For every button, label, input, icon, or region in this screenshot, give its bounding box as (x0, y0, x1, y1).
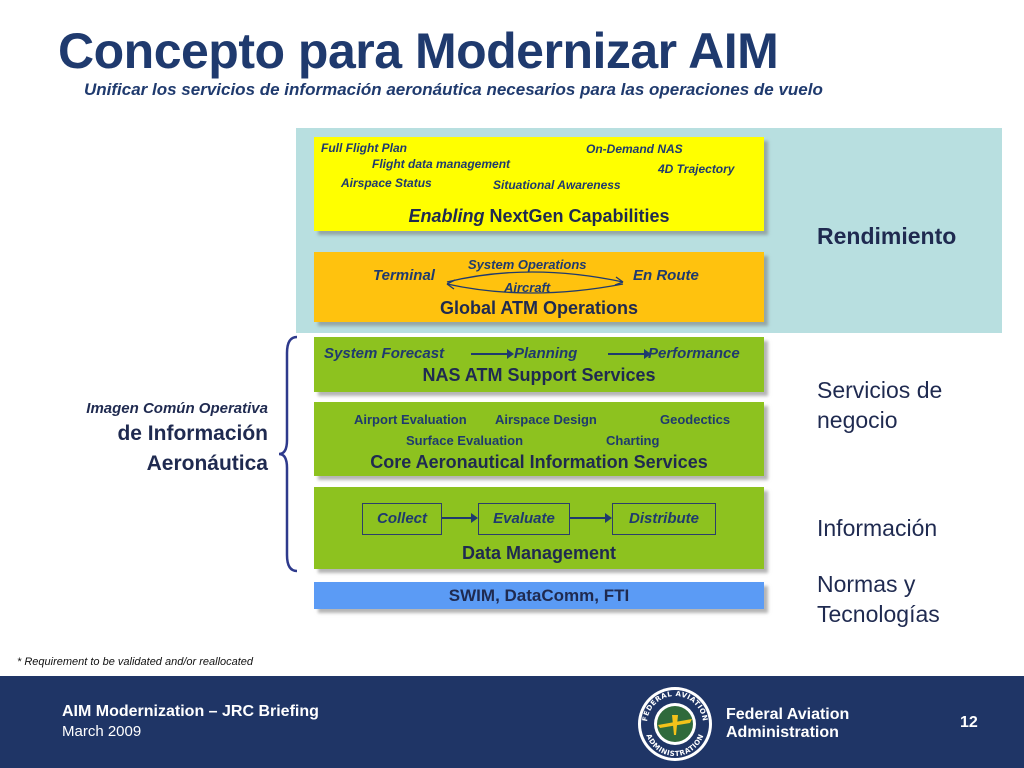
arrow-right-icon (442, 513, 478, 523)
core-item: Airspace Design (495, 412, 597, 427)
aircraft-label: Aircraft (504, 280, 551, 295)
support-services-box: System Forecast Planning Performance NAS… (314, 337, 764, 392)
capability-item: Flight data management (372, 157, 511, 171)
capabilities-title-rest: NextGen Capabilities (484, 206, 670, 226)
left-label: Imagen Común Operativa de Información Ae… (86, 400, 268, 479)
footer-agency-line2: Administration (726, 724, 839, 741)
en-route-label: En Route (633, 267, 699, 284)
page-subtitle: Unificar los servicios de información ae… (84, 80, 823, 99)
category-rendimiento: Rendimiento (817, 223, 957, 249)
capability-item: On-Demand NAS (586, 142, 683, 156)
left-label-line2: de Información (117, 422, 268, 445)
ops-cycle-arrows (446, 271, 624, 294)
data-management-title: Data Management (461, 543, 617, 563)
arrow-right-icon (570, 513, 612, 523)
left-label-line1: Imagen Común Operativa (86, 400, 268, 417)
capability-item: Situational Awareness (493, 178, 621, 192)
footer-briefing: AIM Modernization – JRC Briefing (62, 703, 319, 720)
core-item: Airport Evaluation (354, 412, 467, 427)
footer-bar: AIM Modernization – JRC Briefing March 2… (0, 676, 1024, 768)
page-title: Concepto para Modernizar AIM (58, 23, 779, 79)
footnote: * Requirement to be validated and/or rea… (17, 656, 254, 668)
core-item: Geodectics (660, 412, 731, 427)
faa-seal-icon: FEDERAL AVIATION ADMINISTRATION (638, 687, 712, 761)
category-informacion: Información (817, 515, 938, 541)
category-servicios-line2: negocio (817, 407, 898, 433)
core-item: Surface Evaluation (406, 433, 524, 448)
atm-operations-title: Global ATM Operations (439, 298, 638, 318)
arrow-right-icon (471, 349, 514, 359)
footer-date: March 2009 (62, 723, 142, 740)
capabilities-title-italic: Enabling (408, 206, 485, 226)
terminal-label: Terminal (373, 267, 435, 284)
capability-item: 4D Trajectory (658, 162, 735, 176)
category-normas-line1: Normas y (817, 571, 916, 597)
capability-item: Airspace Status (341, 176, 432, 190)
system-operations-label: System Operations (468, 257, 587, 272)
flow-step: System Forecast (324, 345, 445, 362)
page-number: 12 (960, 714, 978, 731)
category-normas-line2: Tecnologías (817, 601, 940, 627)
left-brace (278, 335, 298, 573)
footer-agency-line1: Federal Aviation (726, 706, 850, 723)
category-servicios-line1: Servicios de (817, 377, 943, 403)
core-item: Charting (606, 433, 660, 448)
left-label-line3: Aeronáutica (146, 452, 268, 475)
evaluate-box: Evaluate (478, 503, 570, 535)
swim-box: SWIM, DataComm, FTI (314, 582, 764, 609)
flow-step: Planning (514, 345, 578, 362)
atm-operations-box: System Operations Terminal En Route Airc… (314, 252, 764, 322)
capabilities-title: Enabling NextGen Capabilities (314, 206, 764, 227)
data-management-box: Data Management (314, 487, 764, 569)
distribute-box: Distribute (612, 503, 716, 535)
swim-title: SWIM, DataComm, FTI (448, 586, 630, 605)
flow-step: Performance (648, 345, 740, 362)
category-normas: Normas y Tecnologías (817, 569, 940, 629)
capabilities-box: Full Flight Plan Flight data management … (314, 137, 764, 231)
category-servicios: Servicios de negocio (817, 375, 942, 435)
arrow-right-icon (608, 349, 651, 359)
support-services-title: NAS ATM Support Services (422, 365, 656, 385)
capability-item: Full Flight Plan (321, 141, 407, 155)
core-services-title: Core Aeronautical Information Services (370, 452, 708, 472)
collect-box: Collect (362, 503, 442, 535)
core-services-box: Airport Evaluation Airspace Design Geode… (314, 402, 764, 476)
